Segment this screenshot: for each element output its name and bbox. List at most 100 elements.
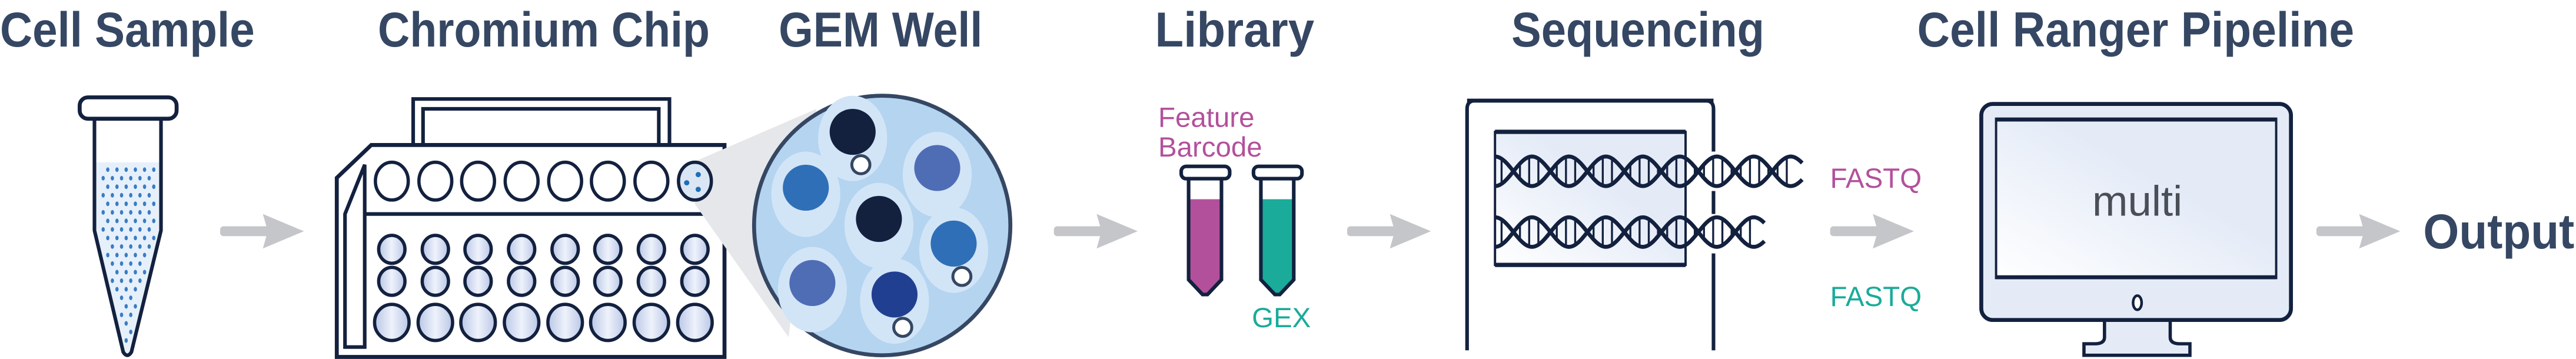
cell-dot — [119, 295, 124, 300]
cell-dot — [134, 167, 137, 172]
cell-dot — [115, 201, 119, 207]
arrow-right-icon — [1830, 214, 1914, 249]
cell-dot — [115, 235, 119, 241]
cell-dot — [142, 270, 147, 275]
cell-dot — [142, 167, 147, 172]
cell-dot — [138, 192, 142, 198]
chip-well — [463, 265, 493, 297]
chip-well — [680, 265, 710, 297]
pipeline-command: multi — [2092, 177, 2182, 225]
arrow-right-icon — [2316, 214, 2401, 249]
cell-dot — [124, 270, 128, 275]
cell — [829, 108, 876, 155]
chip-well — [593, 265, 623, 297]
gel-bead — [850, 154, 872, 175]
cell-dot — [138, 175, 142, 181]
chip-well — [546, 303, 584, 343]
cell-dot — [124, 201, 128, 207]
cell-dot — [138, 210, 142, 215]
cell-dot — [111, 175, 114, 181]
cell-dot — [134, 304, 137, 309]
chip-inlet-well — [417, 160, 454, 202]
dna-helix-icon — [1494, 154, 1804, 188]
cell-dot — [111, 244, 114, 249]
chip-well — [636, 265, 666, 297]
cell-dot — [152, 184, 156, 190]
chip-well — [377, 234, 407, 265]
cell — [789, 260, 836, 306]
cell-dot — [111, 261, 114, 266]
gex-tube-icon — [1251, 164, 1304, 297]
cell-dot — [129, 175, 132, 181]
cell-dot — [124, 184, 128, 190]
cell-dots — [101, 167, 156, 343]
cell-dot — [129, 210, 132, 215]
cell-dot — [129, 244, 132, 249]
cell-dot — [106, 252, 109, 258]
monitor-icon: multi — [1979, 102, 2294, 357]
label-gex: GEX — [1252, 303, 1311, 334]
cell-dot — [119, 244, 124, 249]
dna-helix-icon — [1494, 215, 1766, 249]
cell-dot — [106, 184, 109, 190]
cell-dot — [152, 218, 156, 224]
title-output: Output — [2423, 204, 2574, 259]
cell-dot — [129, 295, 132, 300]
arrow-head — [2359, 214, 2401, 249]
chip-well — [420, 265, 450, 297]
label-fastq-gex: FASTQ — [1830, 281, 1922, 313]
chip-inlet-well — [677, 160, 713, 202]
cell-dot — [101, 227, 105, 232]
title-chromium-chip: Chromium Chip — [378, 2, 710, 57]
cell-dot — [115, 218, 119, 224]
cell-dot — [124, 167, 128, 172]
chip-well — [676, 303, 714, 343]
chip-well — [420, 234, 450, 265]
library-tubes: Feature Barcode GEX — [1158, 102, 1311, 334]
arrow-shaft — [1830, 226, 1880, 237]
cell-dot — [142, 184, 147, 190]
cell-dot — [124, 235, 128, 241]
cell-dot — [138, 278, 142, 283]
chip-well — [507, 265, 537, 297]
cell-dot — [106, 218, 109, 224]
gel-bead — [951, 265, 973, 287]
chip-well — [416, 303, 454, 343]
cell-dot — [124, 304, 128, 309]
cell-dot — [142, 235, 147, 241]
label-feature-barcode-line1: Feature — [1158, 102, 1254, 134]
cell-dot — [134, 252, 137, 258]
chip-well — [589, 303, 627, 343]
cell — [930, 220, 977, 267]
arrow-shaft — [220, 226, 270, 237]
cell-dot — [115, 252, 119, 258]
cell-dot — [115, 167, 119, 172]
cell-dot — [129, 330, 132, 334]
feature-barcode-tube-icon — [1179, 164, 1232, 297]
arrow-head — [1873, 214, 1914, 249]
cell-dot — [134, 270, 137, 275]
dna-strand — [1494, 154, 1804, 188]
cell-dot — [147, 175, 151, 181]
cell-dot — [147, 244, 151, 249]
power-button-icon — [2132, 294, 2143, 311]
cell-dot — [147, 227, 151, 232]
cell-dot — [106, 235, 109, 241]
chip-well — [593, 234, 623, 265]
title-gem-well: GEM Well — [779, 2, 982, 57]
gel-bead — [892, 317, 913, 338]
cell — [914, 145, 960, 191]
arrow-head — [1096, 214, 1138, 249]
cell-dot — [119, 313, 124, 317]
arrow-shaft — [2316, 226, 2366, 237]
cell-dot — [111, 227, 114, 232]
chip-well — [459, 303, 497, 343]
cell-dot — [138, 244, 142, 249]
dna-strand — [1494, 154, 1804, 188]
cell-dot — [152, 235, 156, 241]
title-sequencing: Sequencing — [1511, 2, 1764, 57]
chip-inlet-well — [633, 160, 670, 202]
cell-dot — [142, 218, 147, 224]
dna-strand — [1494, 215, 1766, 249]
